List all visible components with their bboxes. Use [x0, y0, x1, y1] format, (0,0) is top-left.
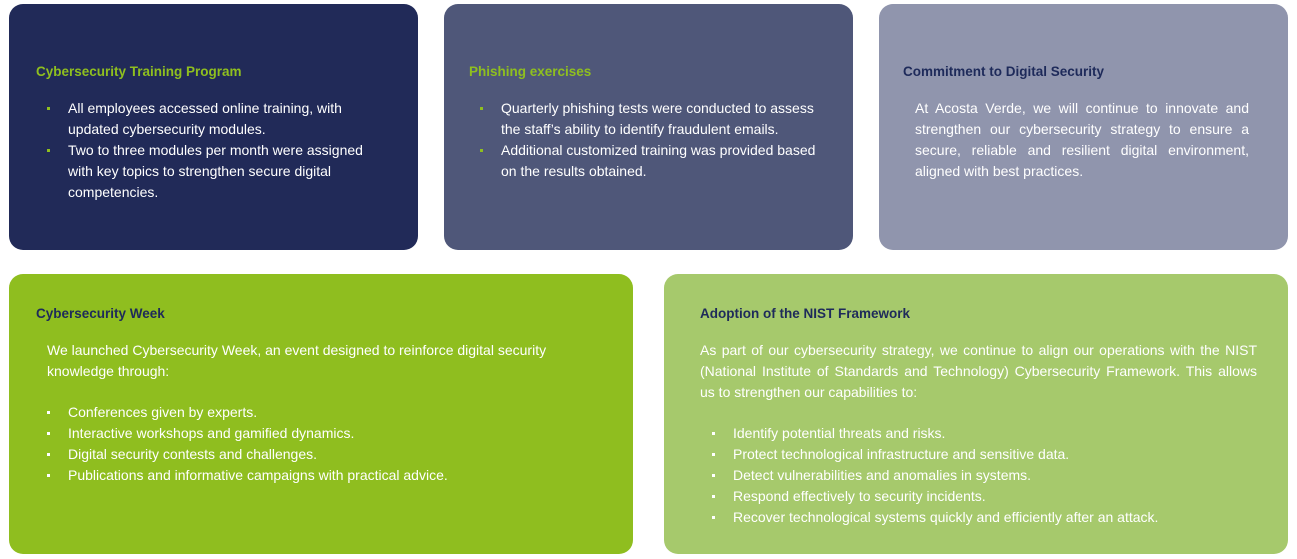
list-item: Recover technological systems quickly an… [712, 507, 1252, 528]
bullet-list: Quarterly phishing tests were conducted … [480, 98, 820, 182]
card-title: Cybersecurity Week [36, 306, 165, 321]
bullet-list: Conferences given by experts. Interactiv… [47, 402, 607, 486]
card-training: Cybersecurity Training Program All emplo… [9, 4, 418, 250]
list-item: Detect vulnerabilities and anomalies in … [712, 465, 1252, 486]
card-intro: As part of our cybersecurity strategy, w… [700, 342, 1257, 400]
list-item: Publications and informative campaigns w… [47, 465, 607, 486]
list-item: Digital security contests and challenges… [47, 444, 607, 465]
list-item: Conferences given by experts. [47, 402, 607, 423]
list-item: Protect technological infrastructure and… [712, 444, 1252, 465]
list-item: Interactive workshops and gamified dynam… [47, 423, 607, 444]
card-title: Cybersecurity Training Program [36, 64, 242, 79]
card-week: Cybersecurity Week We launched Cybersecu… [9, 274, 633, 554]
bullet-list: Identify potential threats and risks. Pr… [712, 423, 1252, 528]
list-item: Identify potential threats and risks. [712, 423, 1252, 444]
card-title: Commitment to Digital Security [903, 64, 1105, 79]
card-nist: Adoption of the NIST Framework As part o… [664, 274, 1288, 554]
card-title: Phishing exercises [469, 64, 592, 79]
list-item: All employees accessed online training, … [47, 98, 365, 140]
bullet-list: All employees accessed online training, … [47, 98, 365, 203]
list-item: Respond effectively to security incident… [712, 486, 1252, 507]
card-commitment: Commitment to Digital Security At Acosta… [879, 4, 1288, 250]
card-intro: We launched Cybersecurity Week, an event… [47, 342, 547, 379]
list-item: Additional customized training was provi… [480, 140, 820, 182]
list-item: Two to three modules per month were assi… [47, 140, 365, 203]
card-text: At Acosta Verde, we will continue to inn… [915, 100, 1249, 179]
list-item: Quarterly phishing tests were conducted … [480, 98, 820, 140]
card-phishing: Phishing exercises Quarterly phishing te… [444, 4, 853, 250]
card-title: Adoption of the NIST Framework [700, 306, 911, 321]
